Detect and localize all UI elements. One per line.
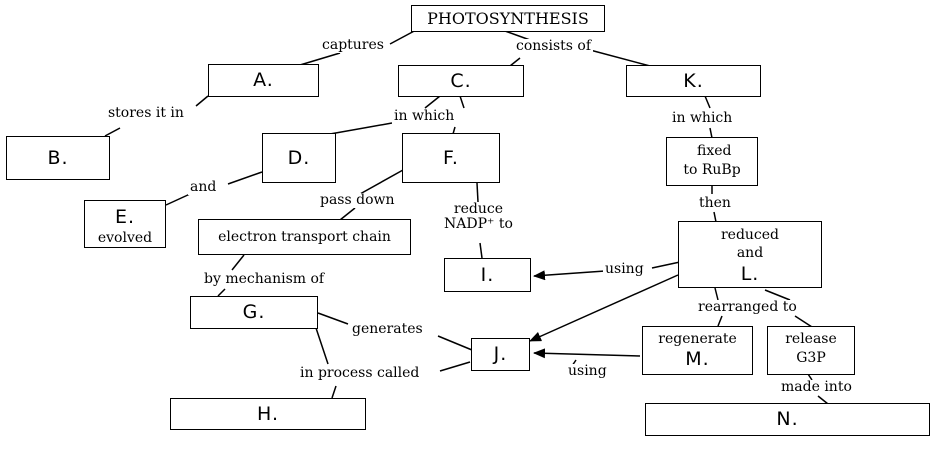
label-using-j: using bbox=[566, 363, 609, 380]
line-and-e bbox=[165, 193, 191, 206]
box-h[interactable]: H. bbox=[170, 398, 366, 430]
box-f[interactable]: F. bbox=[402, 133, 500, 183]
title-box: PHOTOSYNTHESIS bbox=[411, 5, 605, 32]
label-pass-down: pass down bbox=[318, 192, 397, 209]
label-generates: generates bbox=[350, 321, 425, 338]
g3p-line2: G3P bbox=[796, 350, 826, 367]
box-n[interactable]: N. bbox=[645, 403, 930, 436]
arrow-l-j bbox=[529, 274, 679, 342]
line-rearranged-m bbox=[717, 315, 723, 327]
m-letter: M. bbox=[685, 348, 710, 371]
line-g-generates bbox=[317, 312, 349, 325]
line-etc-bymech bbox=[231, 254, 245, 271]
label-reduce: reduce NADP⁺ to bbox=[442, 201, 515, 233]
line-consists-k bbox=[589, 49, 651, 67]
box-d[interactable]: D. bbox=[262, 133, 336, 183]
box-c[interactable]: C. bbox=[398, 65, 524, 97]
box-e-label: E. bbox=[114, 206, 136, 228]
label-and: and bbox=[188, 179, 219, 196]
line-inwhich-f bbox=[452, 126, 456, 135]
box-m[interactable]: regenerate M. bbox=[642, 326, 753, 375]
box-e-sub: evolved bbox=[97, 230, 153, 246]
box-a[interactable]: A. bbox=[208, 64, 319, 97]
line-c-inwhich-2 bbox=[459, 95, 465, 109]
label-in-which-c: in which bbox=[392, 108, 457, 125]
label-made-into: made into bbox=[779, 379, 854, 396]
line-rearranged-g3p bbox=[764, 289, 791, 301]
m-line1: regenerate bbox=[658, 331, 737, 347]
line-l-rearranged bbox=[714, 287, 719, 301]
line-captures-a bbox=[299, 52, 341, 66]
line-generates-j bbox=[437, 335, 473, 351]
box-etc[interactable]: electron transport chain bbox=[198, 219, 411, 255]
box-l[interactable]: reduced and L. bbox=[678, 221, 822, 288]
line-madeinto-n bbox=[817, 395, 829, 405]
line-d-and bbox=[227, 171, 263, 185]
title-text: PHOTOSYNTHESIS bbox=[427, 9, 589, 28]
line-f-passdown bbox=[359, 169, 404, 195]
label-then: then bbox=[697, 195, 733, 212]
label-using-i: using bbox=[603, 261, 646, 278]
box-k[interactable]: K. bbox=[626, 65, 761, 97]
box-j-label: J. bbox=[493, 343, 508, 365]
k-fixed-line2: to RuBp bbox=[683, 162, 741, 179]
box-f-label: F. bbox=[443, 147, 459, 169]
box-b-label: B. bbox=[47, 147, 69, 169]
line-process-j bbox=[439, 361, 471, 372]
line-c-inwhich bbox=[424, 95, 441, 109]
label-stores-it-in: stores it in bbox=[106, 105, 186, 122]
box-g[interactable]: G. bbox=[190, 296, 318, 329]
box-e[interactable]: E. evolved bbox=[84, 200, 166, 248]
line-rearranged-g3p-2 bbox=[794, 315, 813, 328]
line-title-consists bbox=[504, 30, 531, 41]
arrow-m-j bbox=[533, 348, 641, 359]
line-k-inwhich bbox=[704, 95, 711, 109]
label-in-which-k: in which bbox=[670, 110, 735, 127]
l-line2: and bbox=[736, 245, 764, 262]
k-fixed-line1: fixed bbox=[697, 143, 732, 159]
line-passdown-etc bbox=[339, 207, 356, 221]
line-inwhich-fixed bbox=[709, 127, 713, 139]
box-a-label: A. bbox=[253, 69, 274, 91]
label-reduce-line1: reduce bbox=[453, 201, 503, 217]
l-line1: reduced bbox=[720, 227, 780, 243]
box-g3p[interactable]: release G3P bbox=[767, 326, 855, 375]
box-d-label: D. bbox=[287, 147, 311, 169]
line-then-l bbox=[713, 211, 717, 223]
box-j[interactable]: J. bbox=[471, 338, 530, 371]
box-i[interactable]: I. bbox=[444, 258, 531, 292]
label-by-mechanism-of: by mechanism of bbox=[202, 271, 327, 288]
box-n-label: N. bbox=[776, 408, 799, 430]
line-process-h bbox=[331, 385, 337, 399]
line-bymech-g bbox=[217, 288, 226, 297]
box-k-fixed[interactable]: fixed to RuBp bbox=[666, 137, 758, 186]
box-g-label: G. bbox=[242, 301, 266, 323]
g3p-line1: release bbox=[785, 331, 837, 347]
line-l-using bbox=[651, 261, 681, 269]
box-b[interactable]: B. bbox=[6, 136, 110, 180]
arrow-using-i bbox=[533, 270, 606, 281]
label-captures: captures bbox=[320, 37, 386, 54]
label-rearranged-to: rearranged to bbox=[696, 299, 799, 316]
line-consists-c bbox=[509, 57, 521, 67]
line-g-process bbox=[315, 327, 329, 365]
box-c-label: C. bbox=[450, 70, 472, 92]
box-h-label: H. bbox=[257, 403, 279, 425]
line-a-stores bbox=[195, 95, 209, 107]
line-g3p-madeinto bbox=[807, 373, 813, 381]
line-inwhich-d bbox=[329, 122, 393, 135]
box-i-label: I. bbox=[480, 264, 495, 286]
box-k-label: K. bbox=[683, 70, 704, 92]
line-f-reduce bbox=[476, 182, 479, 203]
line-reduce-i bbox=[479, 242, 483, 259]
label-consists-of: consists of bbox=[514, 38, 594, 55]
label-in-process-called: in process called bbox=[298, 365, 422, 382]
label-reduce-line2: NADP⁺ to bbox=[444, 216, 513, 233]
etc-label: electron transport chain bbox=[218, 229, 391, 245]
line-stores-b bbox=[104, 127, 121, 137]
l-letter: L. bbox=[740, 262, 760, 285]
